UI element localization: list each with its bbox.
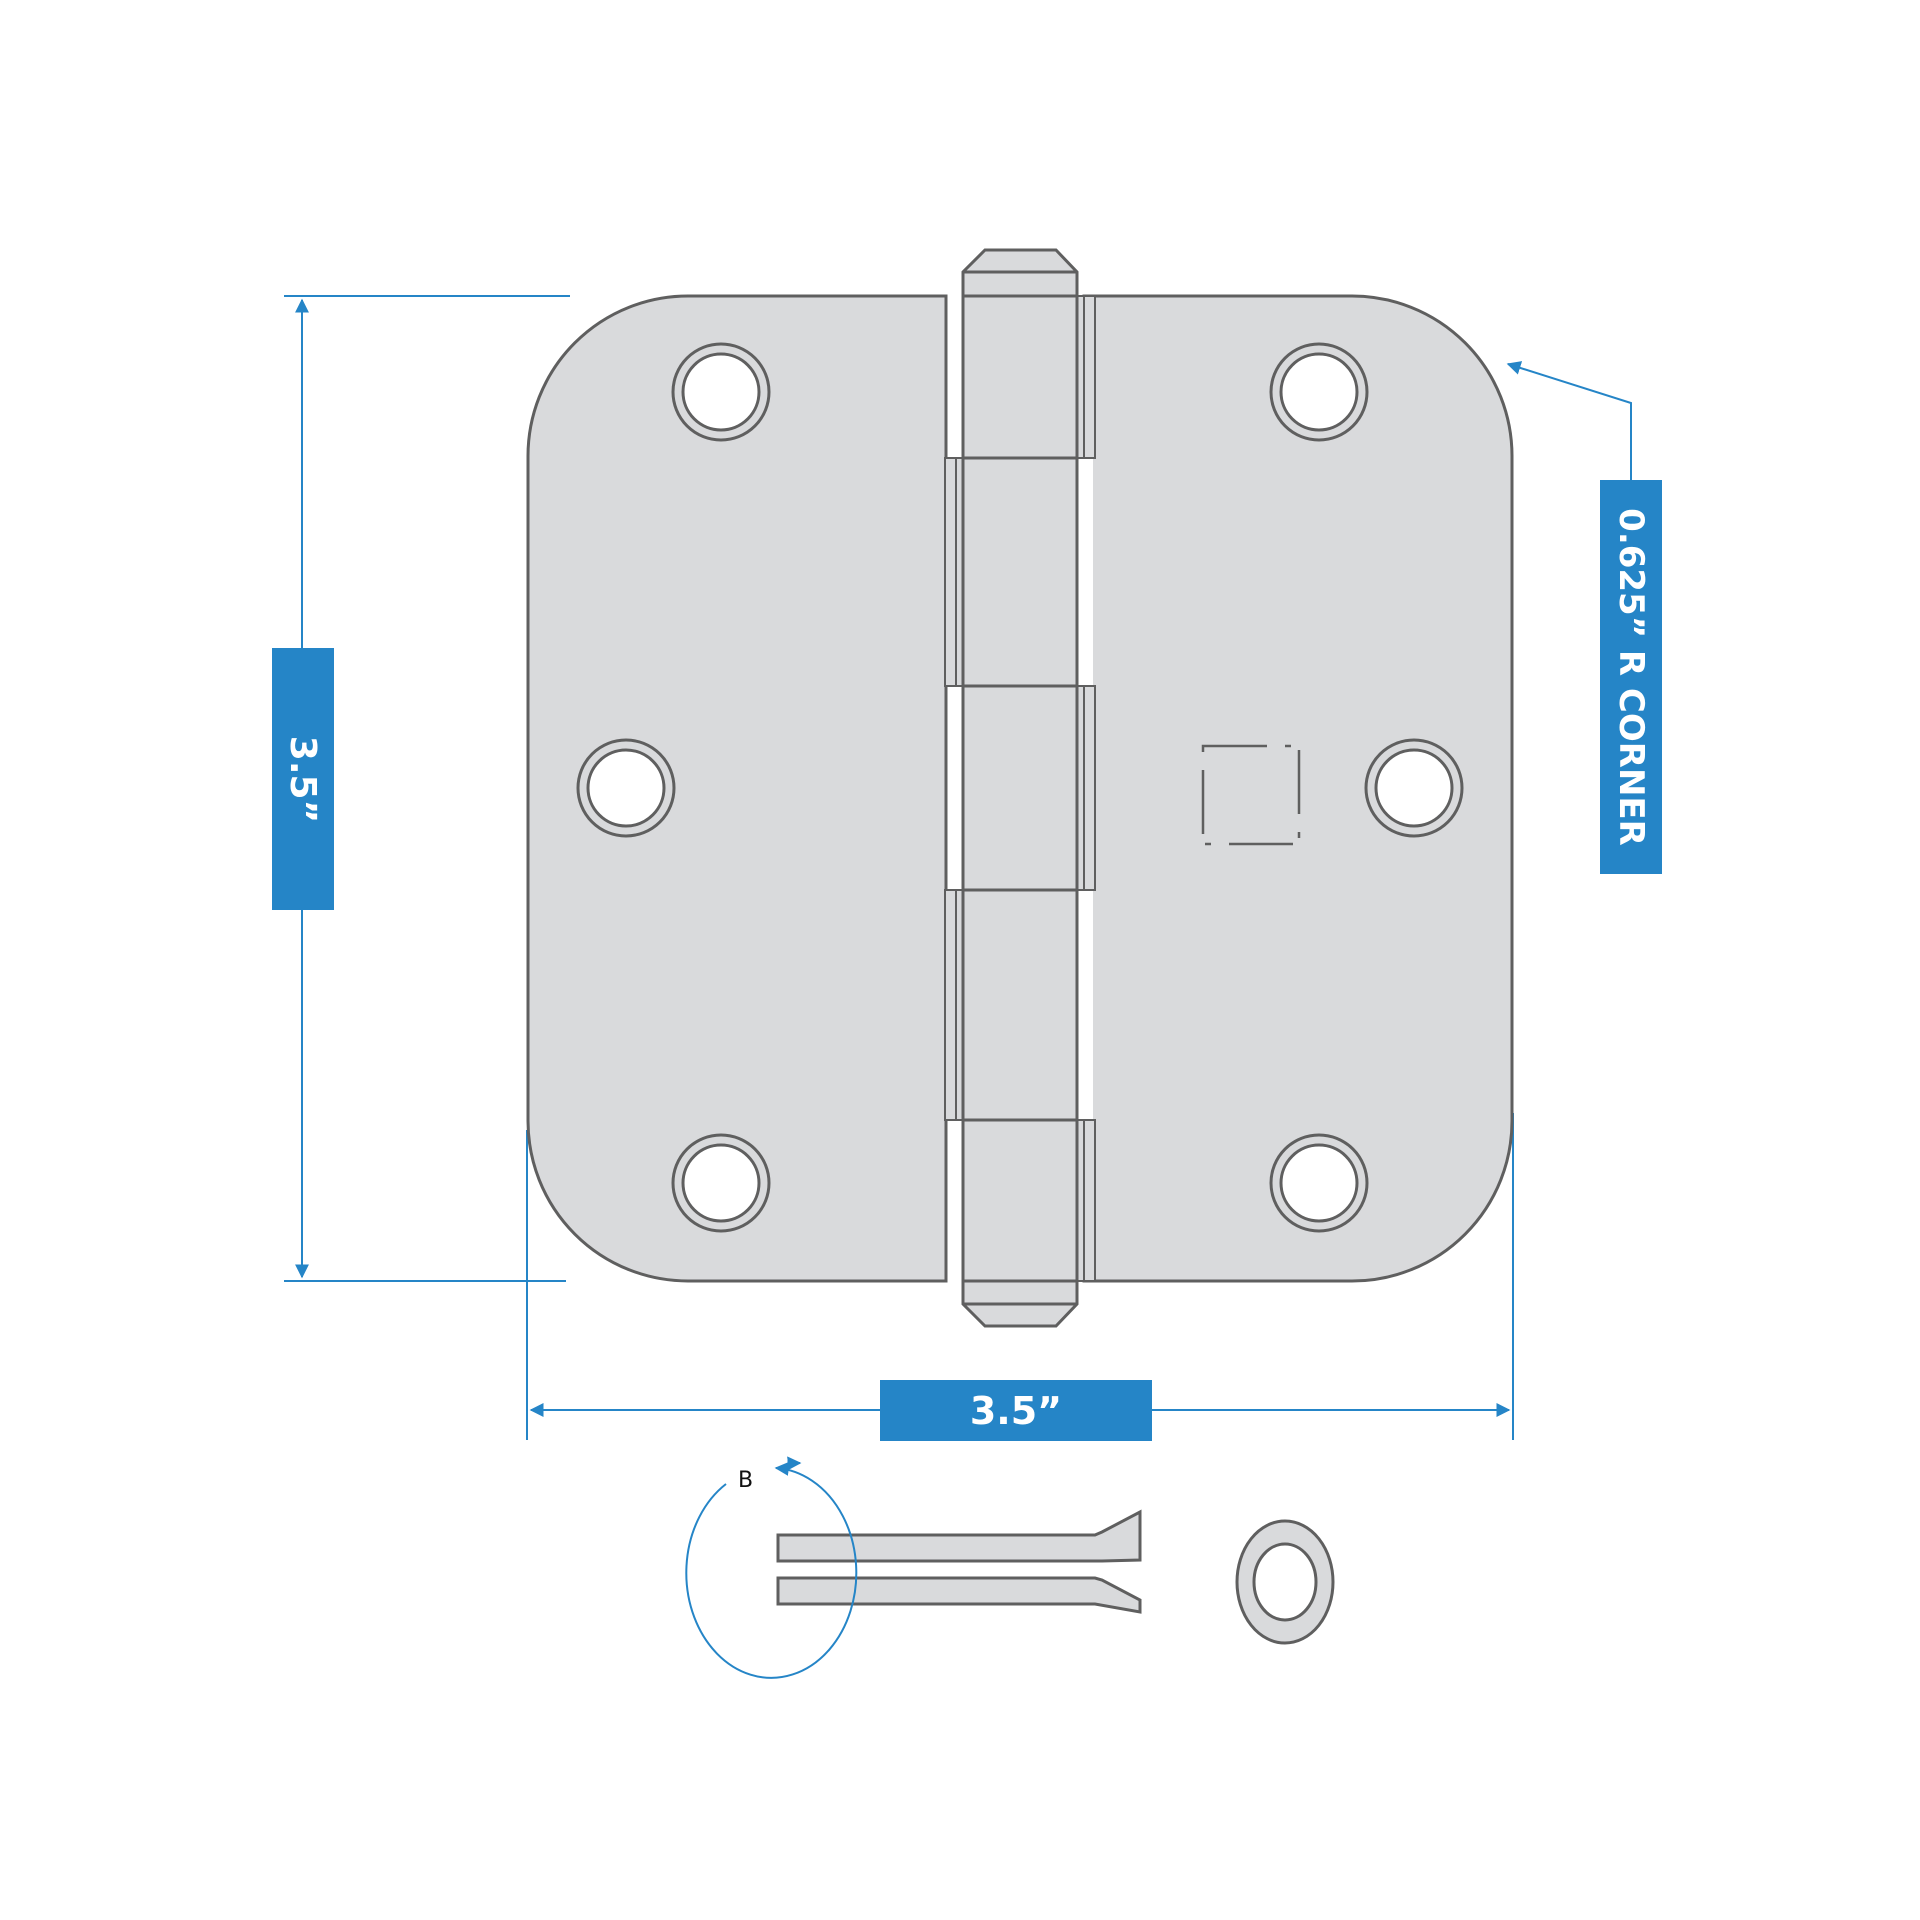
cotter-pin: [776, 1509, 1335, 1645]
screw-hole-left-top: [671, 342, 771, 442]
pin-eye-inner: [1252, 1542, 1318, 1622]
width-dimension: [526, 1113, 1514, 1440]
dashed-square-mark: [1201, 744, 1301, 846]
knuckle-3: [961, 684, 1079, 892]
pin-lower-leg: [776, 1576, 1142, 1614]
knuckle-flanges: [944, 295, 1096, 1282]
pin-callout-label: B: [738, 1468, 754, 1493]
screw-hole-right-top: [1269, 342, 1369, 442]
hinge-knuckles: [961, 294, 1079, 1283]
rotation-arrow-path: [685, 1461, 858, 1679]
height-dimension-label: 3.5”: [272, 648, 334, 910]
knuckle-5: [961, 1118, 1079, 1283]
pin-upper-leg: [776, 1509, 1142, 1563]
knuckle-1: [961, 294, 1079, 460]
rotation-arrow: [685, 1456, 858, 1679]
screw-hole-right-middle: [1364, 738, 1464, 838]
screw-hole-left-bottom: [671, 1133, 771, 1233]
corner-leader-arrow: [1506, 361, 1632, 480]
width-dimension-label: 3.5”: [880, 1380, 1152, 1441]
height-dimension-text: 3.5”: [282, 735, 324, 823]
corner-dimension: [1506, 361, 1632, 480]
knuckle-2: [961, 456, 1079, 688]
screw-hole-right-bottom: [1269, 1133, 1369, 1233]
screw-hole-left-middle: [576, 738, 676, 838]
corner-radius-text: 0.625” R CORNER: [1611, 508, 1651, 846]
hinge-left-leaf: [526, 294, 948, 1283]
corner-radius-label: 0.625” R CORNER: [1600, 480, 1662, 874]
knuckle-4: [961, 888, 1079, 1122]
height-dimension: [284, 295, 570, 1282]
width-dimension-text: 3.5”: [969, 1388, 1063, 1433]
hinge: [526, 248, 1514, 1328]
screw-holes: [576, 342, 1464, 1233]
